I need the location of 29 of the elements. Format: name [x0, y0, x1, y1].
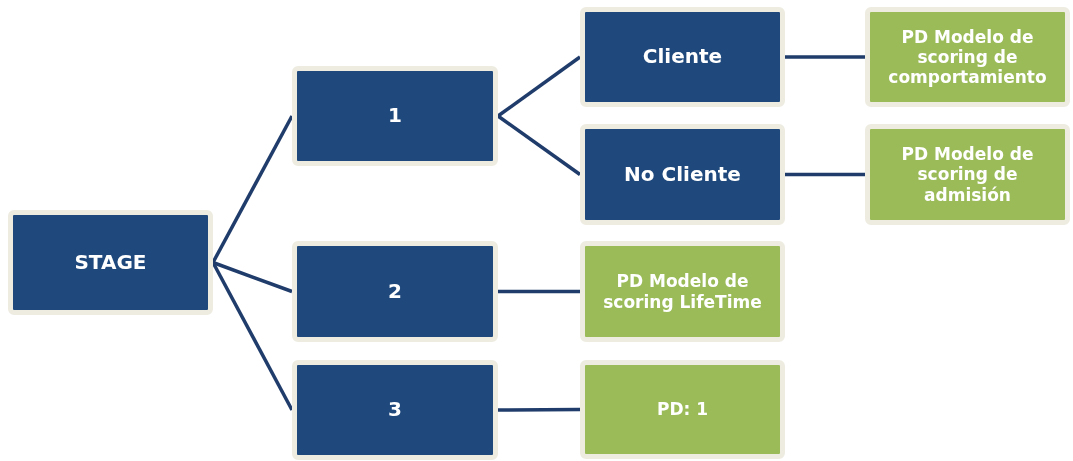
model-box — [580, 241, 785, 342]
connector-line — [496, 55, 582, 118]
stage-box — [292, 241, 498, 342]
node-label: PD Modelo de scoring LifeTime — [602, 271, 763, 312]
node-label: PD: 1 — [656, 399, 709, 420]
connector-line — [211, 261, 294, 411]
stage-box — [580, 7, 785, 107]
model-box — [865, 124, 1070, 225]
node-label: 2 — [388, 279, 402, 304]
node-label: STAGE — [74, 250, 147, 275]
connector-line — [785, 55, 865, 59]
node-label: 1 — [388, 104, 402, 128]
stage-box — [292, 66, 498, 166]
stage-box — [580, 124, 785, 225]
connector-line — [785, 172, 865, 177]
model-box — [865, 7, 1070, 107]
node-label: PD Modelo de scoring de admisión — [900, 144, 1035, 205]
connector-line — [211, 115, 294, 264]
connector-line — [498, 289, 580, 294]
connector-line — [212, 260, 293, 294]
node-label: PD Modelo de scoring de comportamiento — [887, 26, 1048, 88]
node-label: 3 — [388, 398, 402, 422]
connector-line — [498, 407, 580, 412]
stage-box — [8, 210, 213, 315]
node-label: No Cliente — [624, 162, 741, 187]
stage-box — [292, 360, 498, 460]
node-label: Cliente — [642, 45, 723, 69]
connector-line — [497, 114, 581, 176]
model-box — [580, 360, 785, 459]
